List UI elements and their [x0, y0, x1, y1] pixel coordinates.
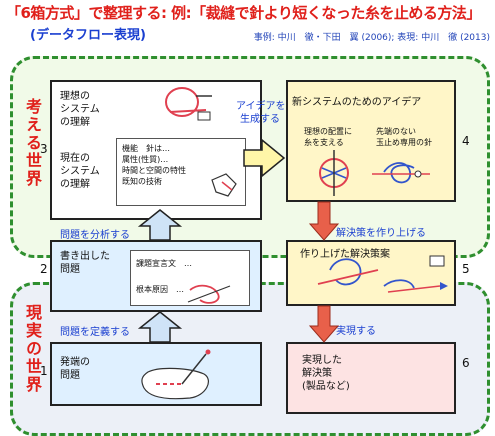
box-2-item-root-cause: 根本原因 …: [136, 285, 184, 294]
arrow-label-realize: 実現する: [336, 326, 376, 337]
arrow-label-define: 問題を定義する: [60, 327, 130, 338]
box-1-number: 1: [40, 364, 48, 378]
cloth-thread-sketch: [141, 349, 211, 400]
box-5-number: 5: [462, 262, 470, 276]
root-cause-sketch: [187, 284, 231, 304]
region-label-real: 現実の世界: [23, 304, 42, 394]
box-4-title: 新システムのためのアイデア: [292, 97, 422, 108]
box-6-number: 6: [462, 356, 470, 370]
hand-sketch-icon: [211, 173, 237, 197]
idea-loop-sketch: [319, 150, 349, 196]
box-6-realized-solution: [286, 342, 456, 414]
arrow-generate-right: [243, 138, 286, 178]
region-label-thinking: 考える世界: [23, 98, 42, 188]
box-3-number: 3: [40, 142, 48, 156]
page-title: 「6箱方式」で整理する: 例:「裁縫で針より短くなった糸を止める方法」: [6, 4, 481, 22]
box-2-item-statement: 課題宣言文 …: [136, 259, 192, 268]
credit-line: 事例: 中川 徹・下田 翼 (2006); 表現: 中川 徹 (2013): [253, 33, 490, 43]
arrow-build-down: [308, 201, 340, 241]
arrow-label-build: 解決策を作り上げる: [336, 228, 426, 239]
box-4-ideas: [286, 80, 456, 202]
ideal-system-sketch: [165, 87, 212, 121]
arrow-label-analyze: 問題を分析する: [60, 230, 130, 241]
box-2-number: 2: [40, 262, 48, 276]
arrow-realize-down: [308, 305, 340, 343]
page-subtitle: (データフロー表現): [30, 28, 146, 43]
box-2-label: 書き出した問題: [60, 251, 110, 275]
box-4-idea-right: 先端のない玉止め専用の針: [376, 127, 432, 147]
box-6-label: 実現した解決策(製品など): [302, 355, 350, 392]
box-3-ideal-label: 理想のシステムの理解: [60, 91, 100, 128]
box-5-solution-draft: [286, 240, 456, 306]
box-4-idea-left: 理想の配置に糸を支える: [304, 127, 352, 147]
arrow-analyze-up: [137, 209, 183, 241]
box-3-current-label: 現在のシステムの理解: [60, 153, 100, 190]
idea-knot-needle-sketch: [372, 162, 430, 184]
arrow-label-generate: アイデアを生成する: [236, 101, 286, 125]
arrow-define-up: [137, 311, 183, 343]
box-2-items-panel: [130, 250, 250, 306]
box-1-label: 発端の問題: [60, 357, 90, 381]
box-4-number: 4: [462, 134, 470, 148]
solution-draft-sketch: [317, 255, 448, 293]
box-3-details: 機能 針は…属性(性質)…時間と空間の特性既知の技術: [122, 144, 186, 186]
box-5-title: 作り上げた解決策案: [300, 249, 390, 260]
